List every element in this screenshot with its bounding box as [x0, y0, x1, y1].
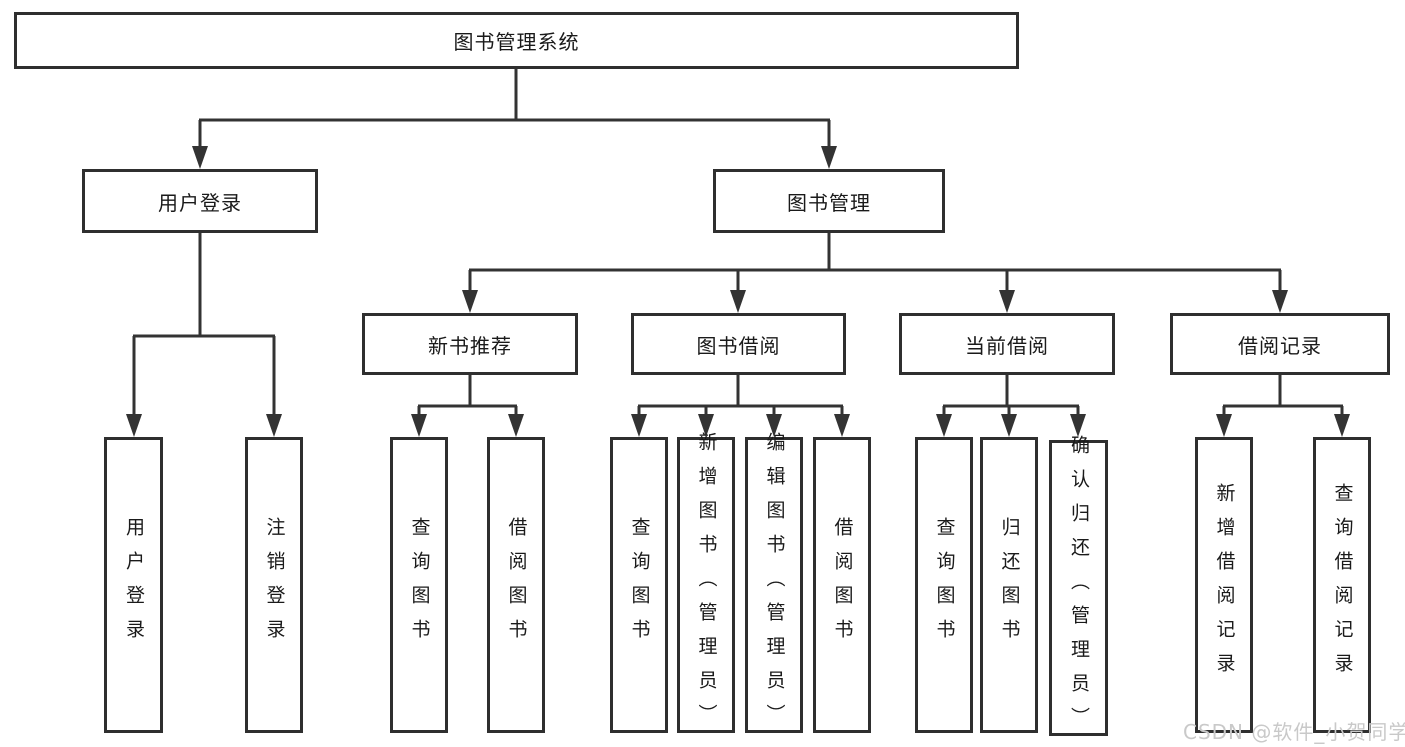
leaf-label: 借阅图书 — [505, 517, 528, 653]
node-new-book-recommend: 新书推荐 — [362, 313, 578, 375]
leaf-query-books-borrowing: 查询图书 — [610, 437, 668, 733]
leaf-label: 查询图书 — [408, 517, 431, 653]
leaf-label: 注销登录 — [263, 517, 286, 653]
leaf-user-login: 用户登录 — [104, 437, 163, 733]
node-borrowing-records: 借阅记录 — [1170, 313, 1390, 375]
leaf-label: 查询借阅记录 — [1331, 483, 1354, 687]
node-user-login: 用户登录 — [82, 169, 318, 233]
node-book-borrowing: 图书借阅 — [631, 313, 846, 375]
leaf-logout: 注销登录 — [245, 437, 303, 733]
leaf-borrow-books-recommend: 借阅图书 — [487, 437, 545, 733]
leaf-label: 新增图书（管理员） — [695, 432, 718, 738]
leaf-label: 确认归还（管理员） — [1068, 435, 1090, 741]
leaf-label: 编辑图书（管理员） — [763, 432, 786, 738]
leaf-label: 借阅图书 — [831, 517, 854, 653]
node-current-borrowing: 当前借阅 — [899, 313, 1115, 375]
csdn-watermark: CSDN @软件_小贺同学 — [1183, 720, 1405, 744]
leaf-label: 查询图书 — [628, 517, 651, 653]
leaf-query-books-recommend: 查询图书 — [390, 437, 448, 733]
leaf-query-borrow-record: 查询借阅记录 — [1313, 437, 1371, 733]
leaf-label: 归还图书 — [998, 517, 1021, 653]
leaf-label: 新增借阅记录 — [1213, 483, 1236, 687]
leaf-return-books: 归还图书 — [980, 437, 1038, 733]
leaf-confirm-return-admin: 确认归还（管理员） — [1049, 435, 1108, 741]
node-root: 图书管理系统 — [14, 12, 1019, 69]
leaf-label: 用户登录 — [123, 517, 145, 653]
leaf-label: 查询图书 — [933, 517, 956, 653]
leaf-add-books-admin: 新增图书（管理员） — [677, 432, 735, 738]
leaf-query-books-current: 查询图书 — [915, 437, 973, 733]
leaf-edit-books-admin: 编辑图书（管理员） — [745, 432, 803, 738]
leaf-add-borrow-record: 新增借阅记录 — [1195, 437, 1253, 733]
node-book-management: 图书管理 — [713, 169, 945, 233]
leaf-borrow-books: 借阅图书 — [813, 437, 871, 733]
